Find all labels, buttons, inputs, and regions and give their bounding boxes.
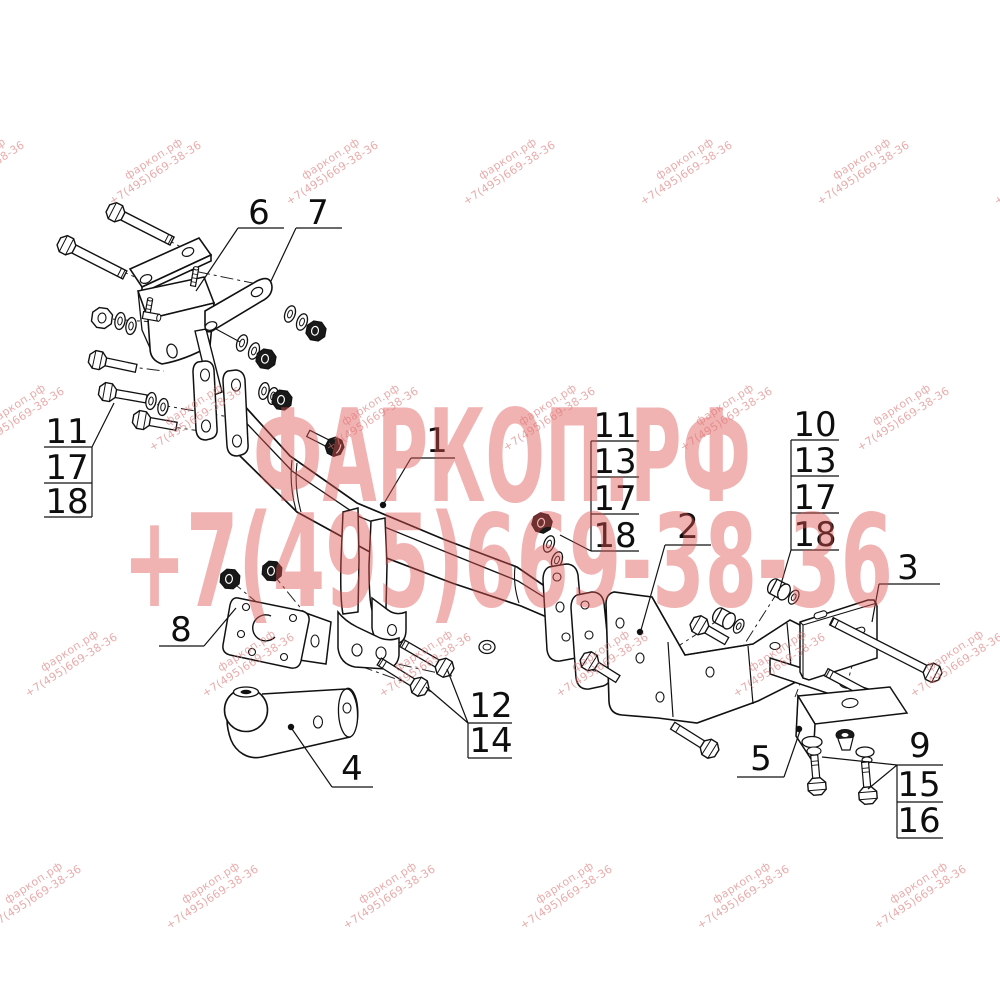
callout-label: 14 — [469, 721, 512, 761]
callout-label: 16 — [897, 801, 940, 841]
watermark-phone-large: +7(495)669-38-36 — [123, 488, 893, 637]
callout-label: 2 — [677, 507, 699, 547]
foot-plate — [337, 596, 407, 670]
callout-label: 18 — [593, 516, 636, 556]
callout-part-7: 7 — [270, 193, 342, 282]
callout-part-8: 8 — [159, 607, 237, 650]
callout-label: 10 — [793, 405, 836, 445]
side-arm-plate — [204, 277, 273, 333]
socket-bolt — [711, 607, 745, 634]
hanger-plates — [192, 360, 249, 457]
hex-bolt — [669, 721, 723, 762]
callout-stack-mid: 11 13 17 18 — [559, 406, 639, 556]
callout-label: 9 — [909, 726, 931, 766]
long-bolt — [828, 616, 945, 686]
bushing-ring — [478, 639, 496, 655]
callout-label: 11 — [45, 412, 88, 452]
callout-part-5: 5 — [737, 730, 801, 779]
callout-part-3: 3 — [871, 548, 940, 623]
hex-bolt — [130, 409, 178, 432]
watermark-large: ФАРКОП.РФ +7(495)669-38-36 — [123, 383, 893, 637]
callout-label: 8 — [170, 610, 192, 650]
washer-set — [281, 303, 311, 333]
stud — [189, 266, 200, 288]
callout-label: 6 — [248, 193, 270, 233]
callout-label: 18 — [45, 482, 88, 522]
center-bracket — [605, 591, 806, 724]
callout-stack-bottom: 15 16 — [821, 756, 943, 841]
hole-callout — [204, 321, 241, 343]
callout-label: 17 — [45, 448, 88, 488]
callout-label: 5 — [750, 739, 772, 779]
hex-bolt — [576, 648, 621, 684]
nut-icon — [304, 319, 328, 343]
callout-part-6: 6 — [195, 193, 284, 292]
hex-bolt — [398, 638, 458, 681]
socket-plate — [222, 597, 332, 669]
callout-part-2: 2 — [640, 507, 711, 631]
socket-bolt — [766, 578, 800, 605]
callout-label: 17 — [793, 478, 836, 518]
hex-bolt — [376, 657, 433, 700]
mounting-plate-top — [128, 237, 213, 295]
callout-part-9: 9 — [909, 726, 931, 766]
callout-label: 18 — [793, 515, 836, 555]
callout-label: 13 — [593, 442, 636, 482]
washer-set — [112, 311, 139, 336]
callout-label: 13 — [793, 441, 836, 481]
hex-bolt — [806, 754, 828, 797]
callout-label: 1 — [426, 421, 448, 461]
stud — [141, 310, 162, 322]
countersunk-screw — [835, 729, 855, 751]
callout-label: 4 — [341, 749, 363, 789]
callout-part-1: 1 — [379, 421, 455, 509]
callout-label: 11 — [593, 406, 636, 446]
callout-stack-hardware: 12 14 — [425, 668, 513, 761]
long-bolt — [103, 199, 176, 247]
callout-stack-right: 10 13 17 18 — [778, 405, 839, 592]
callout-label: 3 — [897, 548, 919, 588]
nut-icon — [90, 306, 114, 330]
washer-set — [143, 391, 171, 417]
callout-label: 7 — [307, 193, 329, 233]
callout-label: 15 — [897, 765, 940, 805]
long-bolt — [54, 232, 128, 280]
callout-label: 17 — [593, 479, 636, 519]
callout-stack-left: 11 17 18 — [44, 402, 115, 522]
ball-mount — [223, 686, 359, 759]
watermark-brand-large: ФАРКОП.РФ — [253, 383, 751, 532]
hex-bolt — [305, 429, 347, 460]
callout-part-4: 4 — [291, 728, 373, 789]
hex-bolt — [86, 348, 138, 373]
hex-bolt — [686, 612, 730, 646]
washer-set-flat — [801, 735, 875, 764]
hex-bolt — [96, 381, 148, 404]
support-straps — [340, 507, 388, 615]
callout-label: 12 — [469, 686, 512, 726]
